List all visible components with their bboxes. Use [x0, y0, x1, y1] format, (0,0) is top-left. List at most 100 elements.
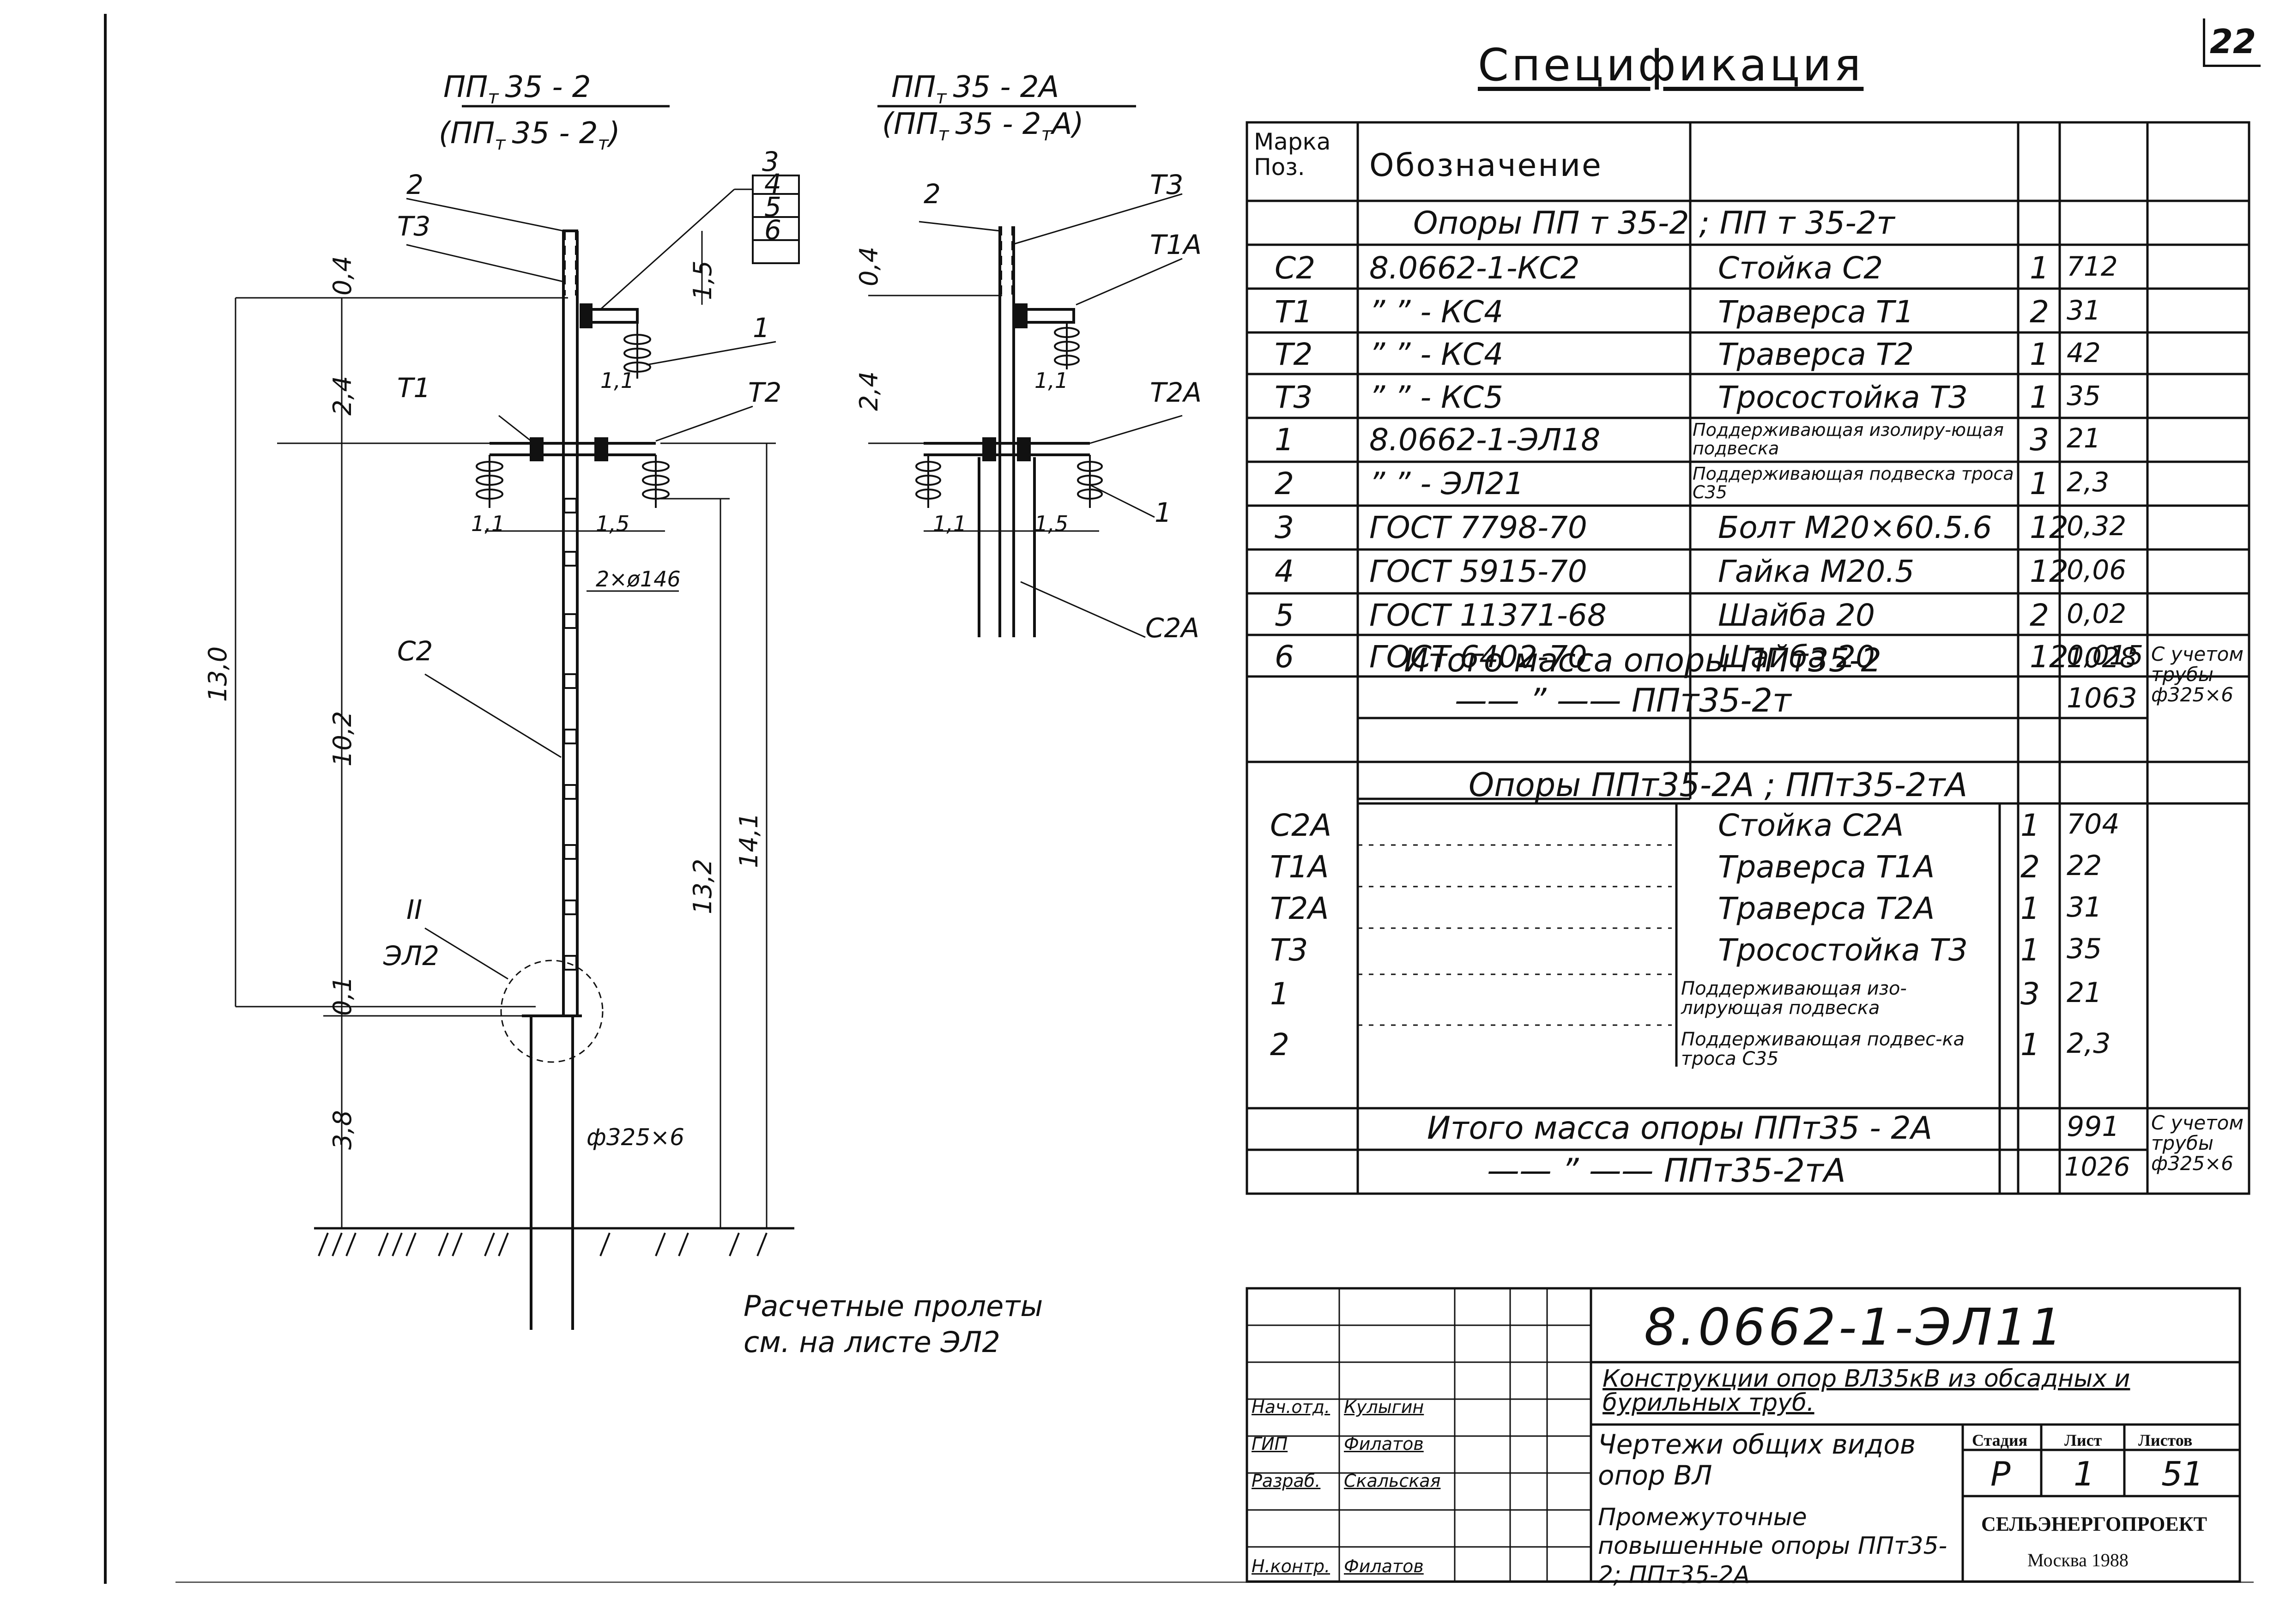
doc-subject: Конструкции опор ВЛ35кВ из обсадных и бу… — [1603, 1365, 2130, 1417]
row-mass: 0,02 — [2067, 598, 2127, 629]
row-pos: С2А — [1270, 808, 1332, 843]
row-qty: 1 — [2030, 337, 2049, 372]
label-pos-2: 2 — [406, 169, 423, 200]
row-code: ” ” - КС4 — [1369, 294, 1504, 330]
sheets-value: 51 — [2161, 1455, 2204, 1493]
dim-r-2-4: 2,4 — [854, 371, 883, 411]
item-name: Промежуточные повышенные опоры ППт35-2; … — [1598, 1503, 1947, 1589]
signature-role: Разраб. — [1252, 1471, 1321, 1491]
row-mass: 22 — [2067, 850, 2102, 882]
dim-r-1-1-top: 1,1 — [1034, 368, 1068, 393]
row-mass: 42 — [2067, 337, 2101, 368]
signature-role: Н.контр. — [1252, 1556, 1330, 1576]
specification-title: Спецификация — [1478, 39, 1864, 91]
row-name: Стойка С2А — [1718, 808, 1904, 843]
row-qty: 1 — [2020, 891, 2040, 926]
row-pos: Т1А — [1270, 849, 1329, 885]
label-node-ii: II — [406, 894, 422, 925]
row-mass: 0,06 — [2067, 554, 2127, 586]
sheets-label: Листов — [2138, 1431, 2193, 1449]
row-name: Поддерживающая изолиру-ющая подвеска — [1693, 420, 2004, 459]
row-code: ГОСТ 7798-70 — [1369, 510, 1587, 545]
row-mass: 35 — [2067, 933, 2102, 965]
dim-2-4: 2,4 — [328, 376, 357, 416]
sheet-number: 22 — [2203, 18, 2261, 67]
row-mass: 704 — [2067, 808, 2120, 840]
row-qty: 1 — [2020, 808, 2040, 843]
label-r-t3: T3 — [1150, 169, 1183, 200]
stage-value: Р — [1990, 1455, 2011, 1493]
dim-3-8: 3,8 — [328, 1110, 357, 1150]
row-mass: 31 — [2067, 891, 2102, 924]
label-pos-4: 4 — [764, 168, 781, 199]
row-pos: Т3 — [1275, 380, 1313, 415]
row-name: Поддерживающая подвеска троса С35 — [1693, 464, 2014, 502]
label-t1: T1 — [397, 372, 430, 404]
row-name: Траверса Т2 — [1718, 337, 1914, 372]
row-name: Поддерживающая изо-лирующая подвеска — [1681, 978, 1907, 1019]
row-pos: 1 — [1275, 422, 1294, 458]
row-qty: 1 — [2020, 932, 2040, 968]
dim-r-1-5: 1,5 — [1034, 511, 1068, 536]
total2-note: С учетом трубы ф325×6 — [2151, 1111, 2244, 1175]
total2a-mass: 991 — [2067, 1111, 2120, 1143]
row-mass: 21 — [2067, 423, 2101, 454]
label-t3: T3 — [397, 211, 430, 242]
label-c2: C2 — [397, 635, 433, 667]
stage-label: Стадия — [1972, 1431, 2028, 1449]
label-t2: T2 — [748, 377, 781, 408]
row-pos: 1 — [1270, 976, 1289, 1012]
total2b-label: —— ” —— ППт35-2тА — [1487, 1152, 1846, 1189]
row-qty: 1 — [2030, 466, 2049, 501]
dim-13-2: 13,2 — [688, 859, 717, 914]
row-qty: 3 — [2020, 976, 2040, 1012]
row-mass: 2,3 — [2067, 1027, 2111, 1060]
dim-r-0-4: 0,4 — [854, 247, 883, 286]
row-code: ” ” - КС5 — [1369, 380, 1504, 415]
row-code: 8.0662-1-КС2 — [1369, 250, 1580, 286]
row-qty: 3 — [2030, 422, 2049, 458]
row-pos: Т1 — [1275, 294, 1313, 330]
header-mark: Марка Поз. — [1254, 128, 1331, 181]
row-pos: 4 — [1275, 554, 1294, 589]
label-pos-5: 5 — [764, 191, 781, 223]
spans-note: Расчетные пролеты см. на листе ЭЛ2 — [744, 1288, 1043, 1360]
row-pos: 2 — [1275, 466, 1294, 501]
row-qty: 2 — [2030, 598, 2049, 633]
row-code: ” ” - ЭЛ21 — [1369, 466, 1524, 501]
total1-note: С учетом трубы ф325×6 — [2151, 643, 2244, 706]
dim-1-5-left: 1,5 — [596, 511, 629, 536]
row-pos: Т2А — [1270, 891, 1329, 926]
label-r-t2a: T2A — [1150, 377, 1202, 408]
dim-1-1-left: 1,1 — [471, 511, 505, 536]
row-code: ГОСТ 5915-70 — [1369, 554, 1587, 589]
label-el2: ЭЛ2 — [383, 940, 439, 972]
signature-name: Филатов — [1344, 1556, 1424, 1576]
note-line-1: Расчетные пролеты — [744, 1289, 1043, 1323]
row-name: Траверса Т1 — [1718, 294, 1914, 330]
row-pos: Т2 — [1275, 337, 1313, 372]
doc-code: 8.0662-1-ЭЛ11 — [1644, 1298, 2065, 1357]
sheet-value: 1 — [2074, 1455, 2095, 1493]
holes-label: 2×ø146 — [596, 567, 681, 592]
row-mass: 2,3 — [2067, 466, 2110, 498]
sheet-label: Лист — [2064, 1431, 2102, 1449]
dim-0-4: 0,4 — [328, 256, 357, 296]
row-qty: 12 — [2030, 639, 2068, 675]
signature-name: Скальская — [1344, 1471, 1441, 1491]
signature-role: ГИП — [1252, 1434, 1288, 1454]
row-mass: 35 — [2067, 380, 2101, 411]
group2-title: Опоры ППт35-2А ; ППт35-2тА — [1469, 766, 1968, 804]
signature-name: Филатов — [1344, 1434, 1424, 1454]
row-name: Траверса Т1А — [1718, 849, 1935, 885]
pipe-label: ф325×6 — [587, 1124, 684, 1151]
sheet-name: Чертежи общих видов опор ВЛ — [1598, 1429, 1916, 1491]
row-name: Поддерживающая подвес-ка троса С35 — [1681, 1029, 1965, 1069]
header-designation: Обозначение — [1369, 147, 1603, 184]
row-name: Шайба 20 — [1718, 598, 1875, 633]
